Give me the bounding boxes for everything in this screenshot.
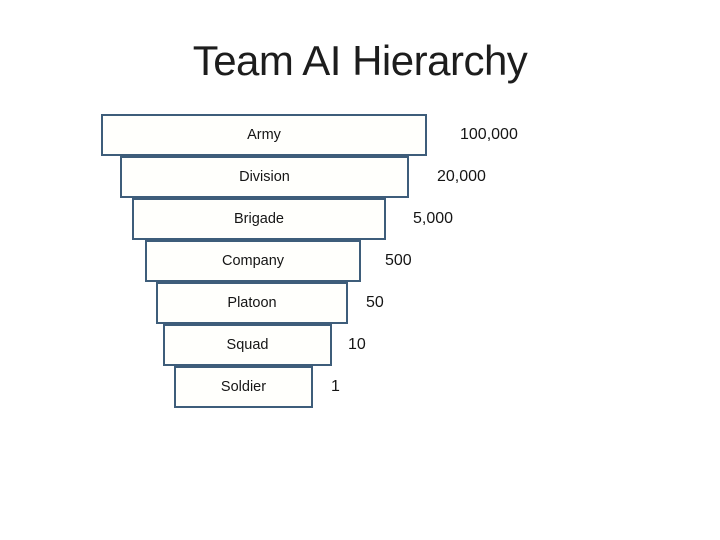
funnel-box-brigade: Brigade [132,198,386,240]
funnel-count-army: 100,000 [460,126,518,143]
funnel-label-soldier: Soldier [220,379,267,395]
funnel-box-squad: Squad [163,324,332,366]
funnel-count-brigade: 5,000 [413,210,454,227]
funnel-box-platoon: Platoon [156,282,348,324]
funnel-label-brigade: Brigade [234,211,284,227]
funnel-box-company: Company [145,240,361,282]
funnel-label-division: Division [239,169,290,185]
funnel-count-squad: 10 [348,336,366,353]
funnel-count-platoon: 50 [366,294,384,311]
funnel-count-division: 20,000 [437,168,486,185]
funnel-label-army: Army [247,127,281,143]
page-title: Team AI Hierarchy [192,37,528,84]
funnel-box-division: Division [120,156,409,198]
funnel-label-company: Company [221,253,285,269]
funnel-box-soldier: Soldier [174,366,313,408]
funnel-box-army: Army [101,114,427,156]
funnel-label-platoon: Platoon [227,295,277,311]
funnel-count-company: 500 [385,252,412,269]
funnel-count-soldier: 1 [331,378,340,395]
funnel-label-squad: Squad [226,337,269,353]
